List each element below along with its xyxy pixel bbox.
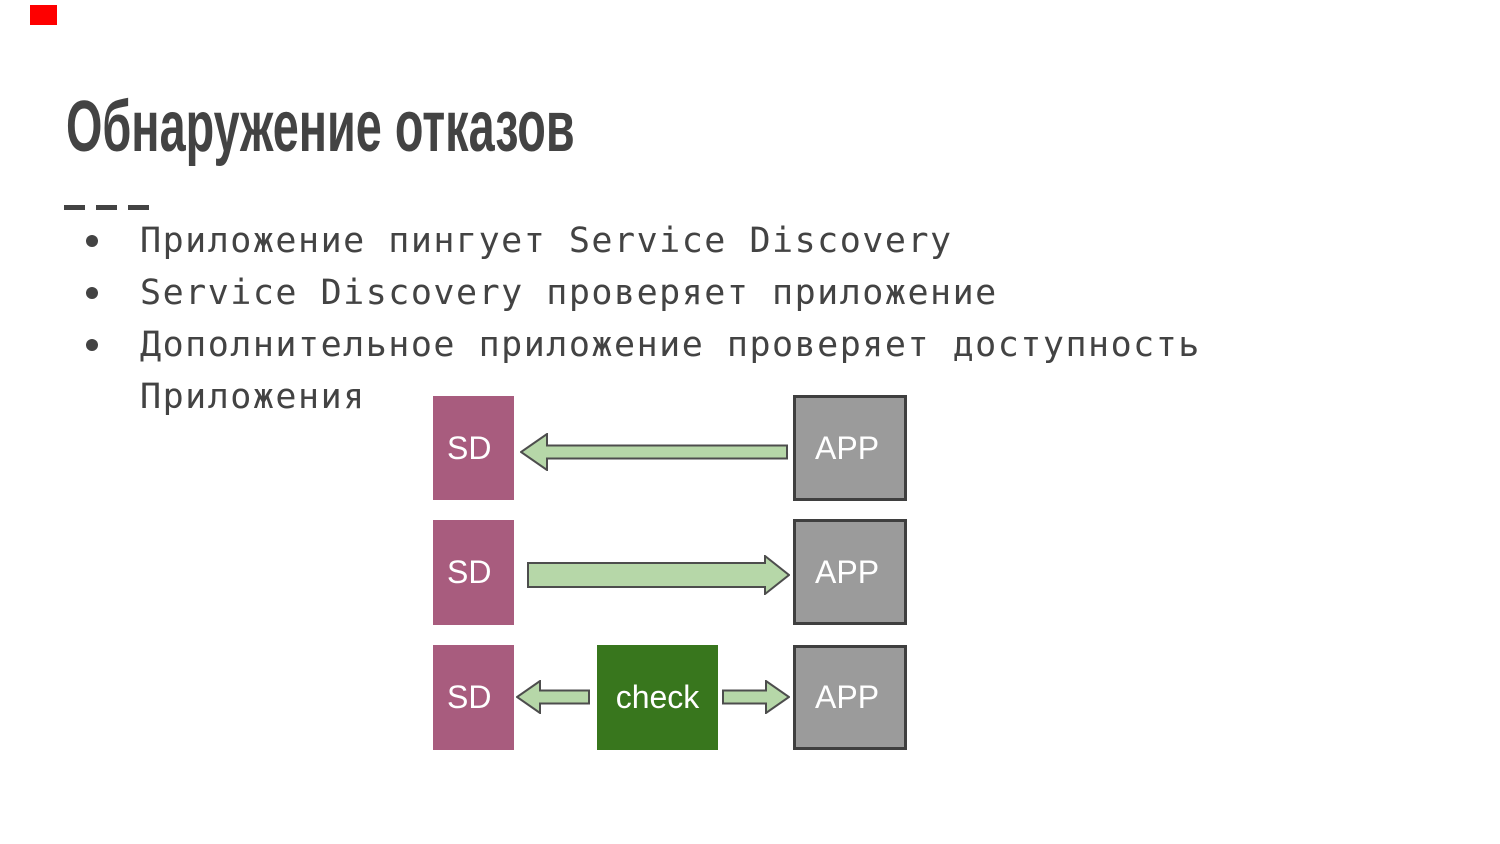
arrow-app-to-sd <box>520 433 788 471</box>
divider-dash <box>128 205 149 210</box>
sd-label: SD <box>447 429 492 466</box>
check-label: check <box>615 679 700 715</box>
bullet-dot <box>86 339 98 351</box>
bullet-item: Приложение пингует Service Discovery <box>84 215 1204 267</box>
app-label: APP <box>815 553 880 590</box>
bullet-dot <box>86 235 98 247</box>
app-box-row3: APP <box>793 645 907 750</box>
sd-box-row1: SD <box>433 396 514 500</box>
bullet-item: Service Discovery проверяет приложение <box>84 267 1204 319</box>
sd-box-row2: SD <box>433 520 514 625</box>
bullet-item: Дополнительное приложение проверяет дост… <box>84 319 1204 423</box>
app-label: APP <box>815 679 880 715</box>
arrow-sd-to-app <box>527 555 790 595</box>
sd-label: SD <box>447 554 492 590</box>
app-label: APP <box>815 429 880 466</box>
title-divider <box>64 205 160 211</box>
divider-dash <box>64 205 85 210</box>
app-box-row2: APP <box>793 519 907 625</box>
check-box: check <box>597 645 718 750</box>
bullet-text: Service Discovery проверяет приложение <box>140 273 998 313</box>
slide-title: Обнаружение отказов <box>66 87 575 167</box>
bullet-dot <box>86 287 98 299</box>
bullet-text: Приложение пингует Service Discovery <box>140 221 953 261</box>
sd-box-row3: SD <box>433 645 514 750</box>
divider-dash <box>96 205 117 210</box>
arrow-check-to-app <box>722 680 790 714</box>
bullet-list: Приложение пингует Service Discovery Ser… <box>84 215 1204 423</box>
arrow-check-to-sd <box>516 680 590 714</box>
red-indicator <box>30 5 57 25</box>
app-box-row1: APP <box>793 395 907 501</box>
bullet-text: Дополнительное приложение проверяет дост… <box>140 325 1201 417</box>
sd-label: SD <box>447 679 492 715</box>
